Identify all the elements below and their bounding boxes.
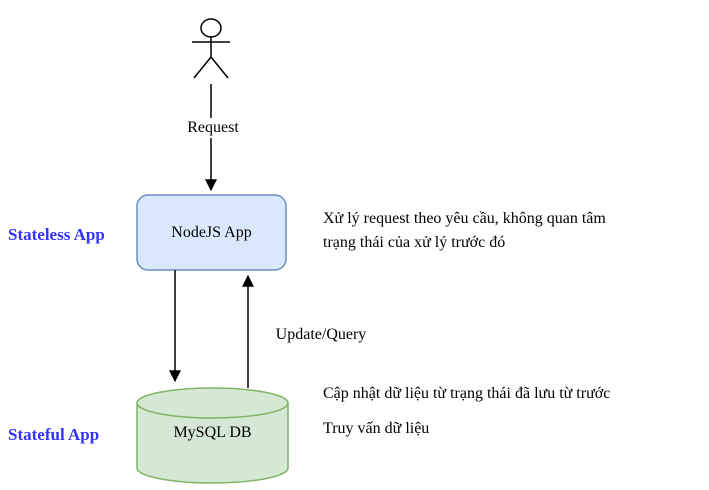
stateless-app-label: Stateless App bbox=[8, 225, 105, 244]
update-description: Cập nhật dữ liệu từ trạng thái đã lưu từ… bbox=[323, 385, 611, 402]
update-query-edge-label: Update/Query bbox=[266, 325, 376, 345]
actor-icon bbox=[192, 18, 230, 79]
mysql-db-label: MySQL DB bbox=[173, 424, 252, 441]
nodejs-app-label: NodeJS App bbox=[171, 223, 252, 241]
query-description: Truy vấn dữ liệu bbox=[323, 420, 430, 437]
mysql-db-node bbox=[136, 387, 289, 484]
stateless-description: Xử lý request theo yêu cầu, không quan t… bbox=[323, 210, 606, 251]
nodejs-app-node bbox=[136, 194, 287, 271]
stateful-app-label: Stateful App bbox=[8, 425, 100, 444]
request-edge-label: Request bbox=[178, 118, 248, 138]
